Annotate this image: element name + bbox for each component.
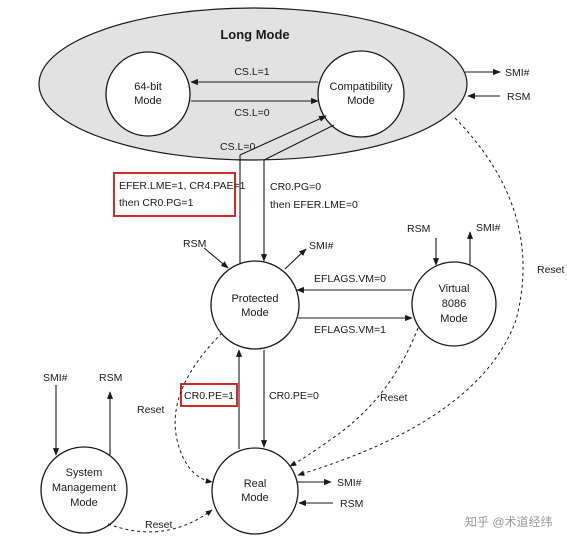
node-virtual-line3: Mode xyxy=(440,313,468,325)
svg-text:Mode: Mode xyxy=(241,492,269,504)
arrow-protected-to-compat-tail xyxy=(239,115,327,156)
watermark-text: 知乎 @术道经纬 xyxy=(465,515,553,529)
arrow-compat-to-protected-head xyxy=(263,124,335,161)
svg-text:Virtual: Virtual xyxy=(439,283,470,295)
node-64bit-line2: Mode xyxy=(134,95,162,107)
node-system-management-mode: System Management Mode xyxy=(40,446,128,534)
label-rsm-smm: RSM xyxy=(99,372,122,384)
label-smi-prot: SMI# xyxy=(309,240,334,252)
node-protected-mode: Protected Mode xyxy=(210,260,300,350)
node-protected-line1: Protected xyxy=(231,293,278,305)
node-smm-line2: Management xyxy=(52,482,116,494)
node-compat-line2: Mode xyxy=(347,95,375,107)
label-smi-virt: SMI# xyxy=(476,222,501,234)
svg-text:Mode: Mode xyxy=(70,497,98,509)
label-csl1: CS.L=1 xyxy=(234,66,269,78)
svg-text:Mode: Mode xyxy=(241,307,269,319)
node-smm-line1: System xyxy=(66,467,103,479)
label-rsm-virt: RSM xyxy=(407,223,430,235)
svg-text:8086: 8086 xyxy=(442,298,466,310)
highlight-box-efer xyxy=(113,172,236,217)
node-64bit-mode: 64-bit Mode xyxy=(105,51,191,137)
node-virtual-line1: Virtual xyxy=(439,283,470,295)
label-csl0-left: CS.L=0 xyxy=(220,141,255,153)
label-efer-cond-2: then CR0.PG=1 xyxy=(119,197,194,209)
node-real-mode: Real Mode xyxy=(211,447,299,535)
node-real-line2: Mode xyxy=(241,492,269,504)
svg-text:Management: Management xyxy=(52,482,116,494)
node-real-line1: Real xyxy=(244,478,267,490)
label-eflags0: EFLAGS.VM=0 xyxy=(314,273,386,285)
label-reset-right: Reset xyxy=(537,264,565,276)
reset-path-virtual-to-real xyxy=(289,327,419,467)
label-cr0pg0-1: CR0.PG=0 xyxy=(270,181,321,193)
node-protected-line2: Mode xyxy=(241,307,269,319)
node-virtual-8086-mode: Virtual 8086 Mode xyxy=(411,261,497,347)
label-smi-real: SMI# xyxy=(337,477,362,489)
label-cr0pe1: CR0.PE=1 xyxy=(184,390,234,402)
node-64bit-line1: 64-bit xyxy=(134,81,162,93)
node-compat-line1: Compatibility xyxy=(330,81,393,93)
arrow-protected-smi-out xyxy=(284,248,307,270)
label-cr0pg0-2: then EFER.LME=0 xyxy=(270,199,358,211)
label-csl0-top: CS.L=0 xyxy=(234,107,269,119)
node-compatibility-mode: Compatibility Mode xyxy=(317,50,405,138)
reset-path-smm-to-real xyxy=(107,509,213,533)
svg-text:Mode: Mode xyxy=(440,313,468,325)
long-mode-title: Long Mode xyxy=(220,27,289,42)
label-smi-smm: SMI# xyxy=(43,372,68,384)
label-cr0pe0: CR0.PE=0 xyxy=(269,390,319,402)
label-reset-virtual: Reset xyxy=(380,392,408,404)
node-virtual-line2: 8086 xyxy=(442,298,466,310)
arrow-protected-rsm-in xyxy=(203,247,229,269)
svg-text:System: System xyxy=(66,467,103,479)
label-rsm-real: RSM xyxy=(340,498,363,510)
label-rsm-prot: RSM xyxy=(183,238,206,250)
node-smm-line3: Mode xyxy=(70,497,98,509)
label-efer-cond-1: EFER.LME=1, CR4.PAE=1 xyxy=(119,180,246,192)
label-smi-long: SMI# xyxy=(505,67,530,79)
highlight-box-cr0pe1 xyxy=(180,383,238,407)
svg-text:Mode: Mode xyxy=(347,95,375,107)
reset-path-protected-to-real xyxy=(174,332,223,484)
label-eflags1: EFLAGS.VM=1 xyxy=(314,324,386,336)
label-reset-left: Reset xyxy=(137,404,165,416)
svg-text:Protected: Protected xyxy=(231,293,278,305)
svg-text:Real: Real xyxy=(244,478,267,490)
label-rsm-long: RSM xyxy=(507,91,530,103)
svg-text:Compatibility: Compatibility xyxy=(330,81,393,93)
svg-text:Mode: Mode xyxy=(134,95,162,107)
svg-text:64-bit: 64-bit xyxy=(134,81,162,93)
label-reset-smm: Reset xyxy=(145,519,173,531)
